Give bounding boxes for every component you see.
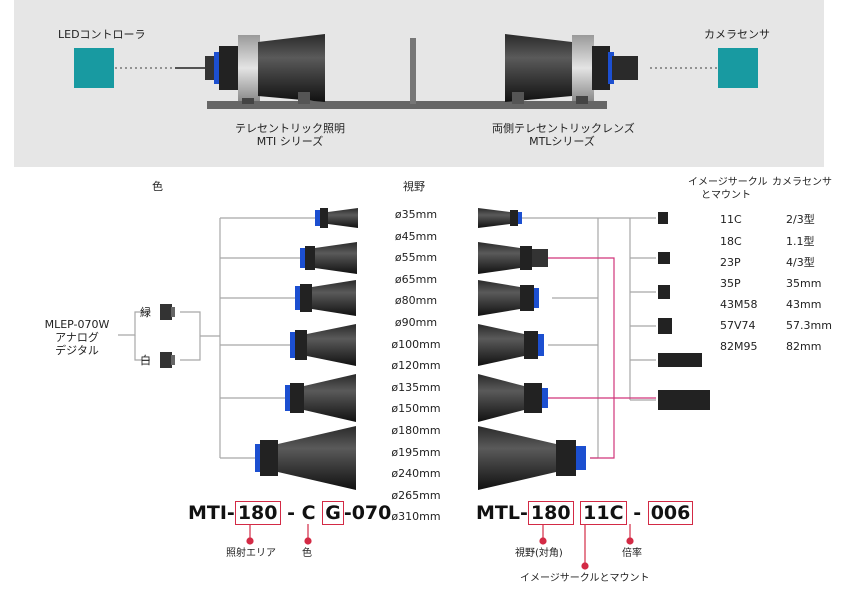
sensor-cell: 57.3mm: [786, 319, 832, 332]
fov-item: ø180mm: [391, 424, 441, 437]
system-overview-panel: [14, 0, 824, 167]
mount-cell: 11C: [720, 213, 742, 226]
fov-item: ø35mm: [394, 208, 438, 221]
fov-item: ø150mm: [391, 402, 441, 415]
sensor-cell: 82mm: [786, 340, 822, 353]
mount-cell: 18C: [720, 235, 742, 248]
fov-item: ø65mm: [394, 273, 438, 286]
sensor-cell: 2/3型: [786, 213, 815, 226]
color-option-green: 緑: [140, 306, 151, 319]
illumination-label: テレセントリック照明 MTI シリーズ: [235, 122, 345, 148]
led-controller-label: LEDコントローラ: [58, 28, 146, 41]
mount-cell: 57V74: [720, 319, 756, 332]
fov-item: ø100mm: [391, 338, 441, 351]
fov-item: ø55mm: [394, 251, 438, 264]
lens-icons-art: [478, 208, 586, 490]
camera-sensor-label: カメラセンサ: [704, 28, 770, 41]
fov-item: ø90mm: [394, 316, 438, 329]
callout-image-circle-mount: イメージサークルとマウント: [520, 573, 650, 584]
mount-cell: 35P: [720, 277, 741, 290]
sensor-cell: 35mm: [786, 277, 822, 290]
fov-item: ø265mm: [391, 489, 441, 502]
callout-magnification: 倍率: [622, 548, 642, 559]
image-circle-header: イメージサークル とマウント: [688, 177, 768, 201]
mount-cell: 23P: [720, 256, 741, 269]
controller-model-label: MLEP-070W アナログ デジタル: [44, 318, 110, 357]
fov-item: ø195mm: [391, 446, 441, 459]
color-option-white: 白: [140, 354, 151, 367]
sensor-cell: 1.1型: [786, 235, 815, 248]
led-controller-box: [74, 48, 114, 88]
sensor-cell: 4/3型: [786, 256, 815, 269]
telecentric-lens-art: [505, 34, 638, 104]
mount-cell: 43M58: [720, 298, 758, 311]
sensor-cell: 43mm: [786, 298, 822, 311]
mount-cell: 82M95: [720, 340, 758, 353]
mti-product-code: MTI-180 - C G-070: [188, 501, 392, 525]
callout-color: 色: [302, 548, 312, 559]
telecentric-lens-label: 両側テレセントリックレンズ MTLシリーズ: [492, 122, 635, 148]
illuminator-icons-art: [255, 208, 358, 490]
fov-item: ø310mm: [391, 510, 441, 523]
color-option-heads-art: [160, 304, 175, 368]
fov-item: ø45mm: [394, 230, 438, 243]
mount-icons-art: [658, 212, 710, 410]
fov-header: 視野: [403, 180, 425, 193]
color-header: 色: [152, 180, 163, 193]
callout-area: 照射エリア: [226, 548, 276, 559]
fov-item: ø120mm: [391, 359, 441, 372]
fov-item: ø80mm: [394, 294, 438, 307]
fov-item: ø135mm: [391, 381, 441, 394]
fov-item: ø240mm: [391, 467, 441, 480]
illumination-unit-art: [205, 34, 325, 104]
camera-sensor-box: [718, 48, 758, 88]
callout-fov-diagonal: 視野(対角): [515, 548, 563, 559]
mtl-product-code: MTL-180 11C - 006: [476, 501, 694, 525]
camera-sensor-header: カメラセンサ: [772, 177, 832, 188]
